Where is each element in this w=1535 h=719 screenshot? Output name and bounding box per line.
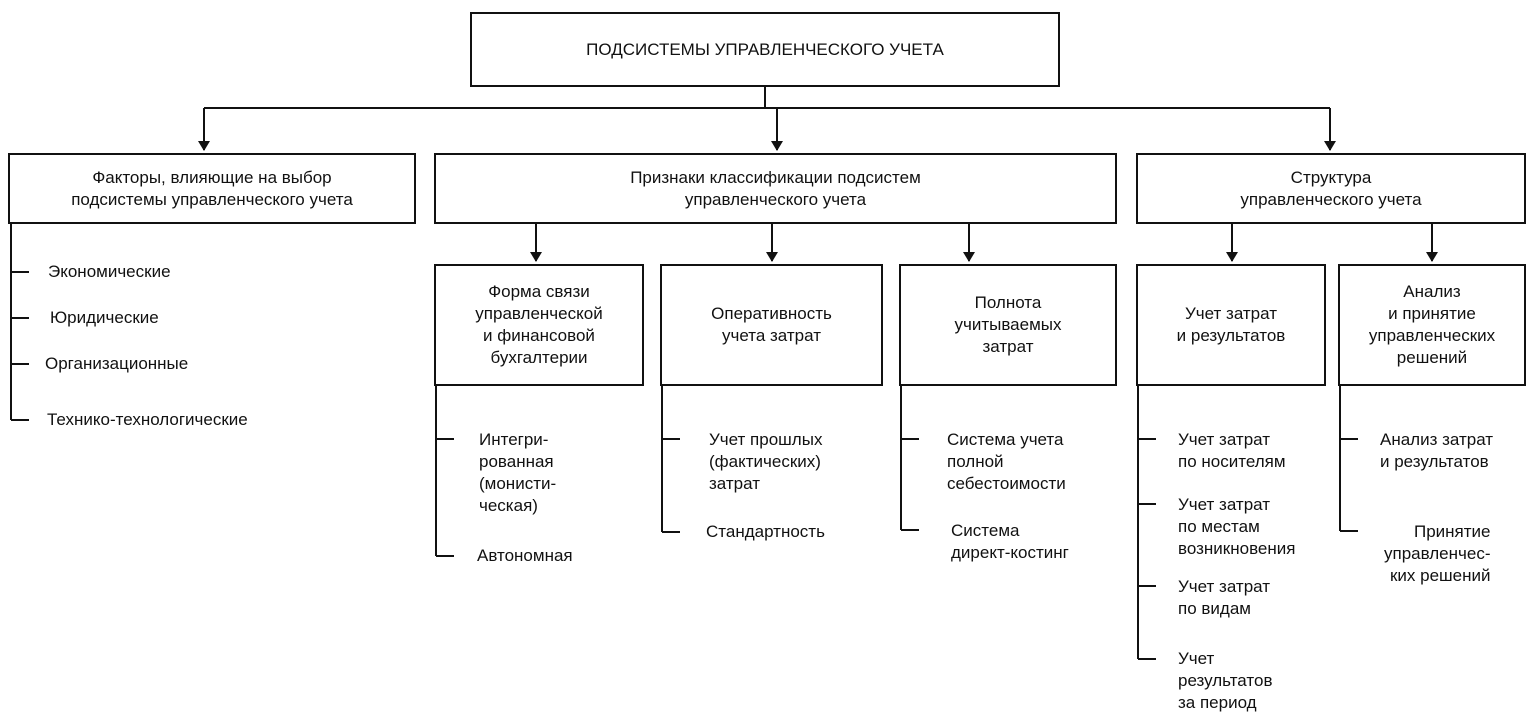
- link-form-item: Интегри- рованная (монисти- ческая): [479, 430, 557, 515]
- timeliness-title: Оперативность учета затрат: [711, 304, 832, 345]
- analysis-item: Принятие управленчес- ких решений: [1384, 522, 1491, 585]
- link-form-title: Форма связи управленческой и финансовой …: [475, 282, 603, 367]
- completeness-item: Система учета полной себестоимости: [947, 430, 1066, 493]
- timeliness-item: Учет прошлых (фактических) затрат: [709, 430, 823, 493]
- cost-accounting-item: Учет затрат по носителям: [1178, 430, 1286, 471]
- timeliness-box: Оперативность учета затрат: [660, 264, 883, 386]
- cost-accounting-item: Учет затрат по видам: [1178, 577, 1271, 618]
- analysis-box: Анализ и принятие управленческих решений: [1338, 264, 1526, 386]
- cost-accounting-item: Учет результатов за период: [1178, 649, 1273, 712]
- link-form-box: Форма связи управленческой и финансовой …: [434, 264, 644, 386]
- classification-box: Признаки классификации подсистем управле…: [434, 153, 1117, 224]
- factors-box: Факторы, влияющие на выбор подсистемы уп…: [8, 153, 416, 224]
- cost-accounting-box: Учет затрат и результатов: [1136, 264, 1326, 386]
- factor-item: Юридические: [50, 308, 159, 327]
- cost-accounting-item: Учет затрат по местам возникновения: [1178, 495, 1296, 558]
- completeness-title: Полнота учитываемых затрат: [954, 293, 1062, 356]
- analysis-title: Анализ и принятие управленческих решений: [1368, 282, 1496, 367]
- root-box: ПОДСИСТЕМЫ УПРАВЛЕНЧЕСКОГО УЧЕТА: [470, 12, 1060, 87]
- analysis-item: Анализ затрат и результатов: [1380, 430, 1494, 471]
- link-form-item: Автономная: [477, 546, 573, 565]
- root-title: ПОДСИСТЕМЫ УПРАВЛЕНЧЕСКОГО УЧЕТА: [586, 39, 944, 59]
- cost-accounting-title: Учет затрат и результатов: [1176, 304, 1286, 345]
- factor-item: Экономические: [48, 262, 171, 281]
- factors-title: Факторы, влияющие на выбор подсистемы уп…: [71, 167, 353, 209]
- classification-title: Признаки классификации подсистем управле…: [630, 167, 921, 209]
- factor-item: Организационные: [45, 354, 189, 373]
- completeness-box: Полнота учитываемых затрат: [899, 264, 1117, 386]
- timeliness-item: Стандартность: [706, 522, 825, 541]
- completeness-item: Система директ-костинг: [951, 521, 1069, 562]
- structure-box: Структура управленческого учета: [1136, 153, 1526, 224]
- structure-title: Структура управленческого учета: [1240, 167, 1422, 209]
- factor-item: Технико-технологические: [47, 410, 248, 429]
